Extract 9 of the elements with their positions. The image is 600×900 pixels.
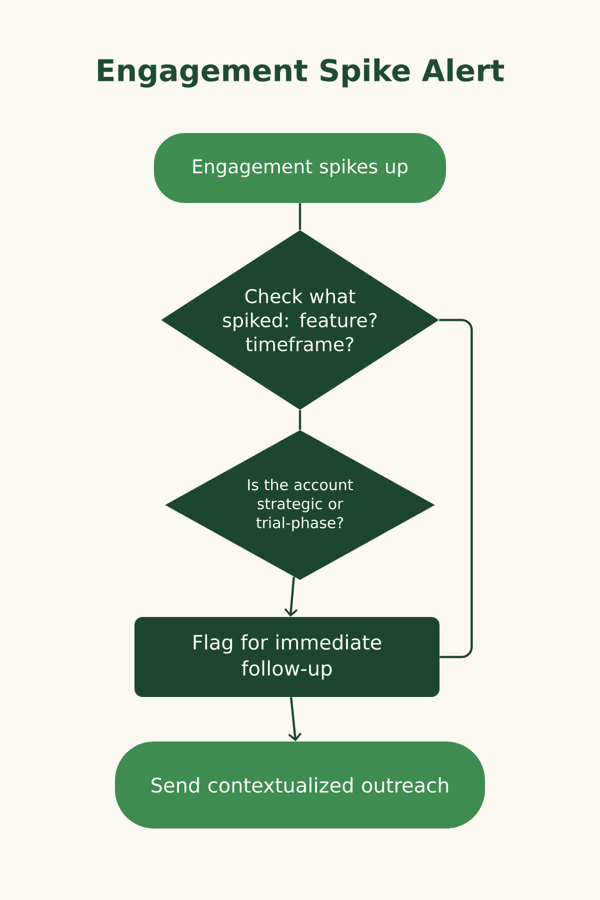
connector (439, 318, 473, 658)
terminal-pill: Send contextualized outreach (115, 742, 485, 828)
terminal-pill: Engagement spikes up (154, 133, 446, 203)
title: Engagement Spike Alert (98, 58, 504, 88)
connector (284, 576, 298, 617)
connector (298, 410, 302, 430)
connector (298, 203, 302, 230)
connector (288, 697, 302, 742)
process-box: Flag for immediate follow-up (134, 617, 440, 697)
